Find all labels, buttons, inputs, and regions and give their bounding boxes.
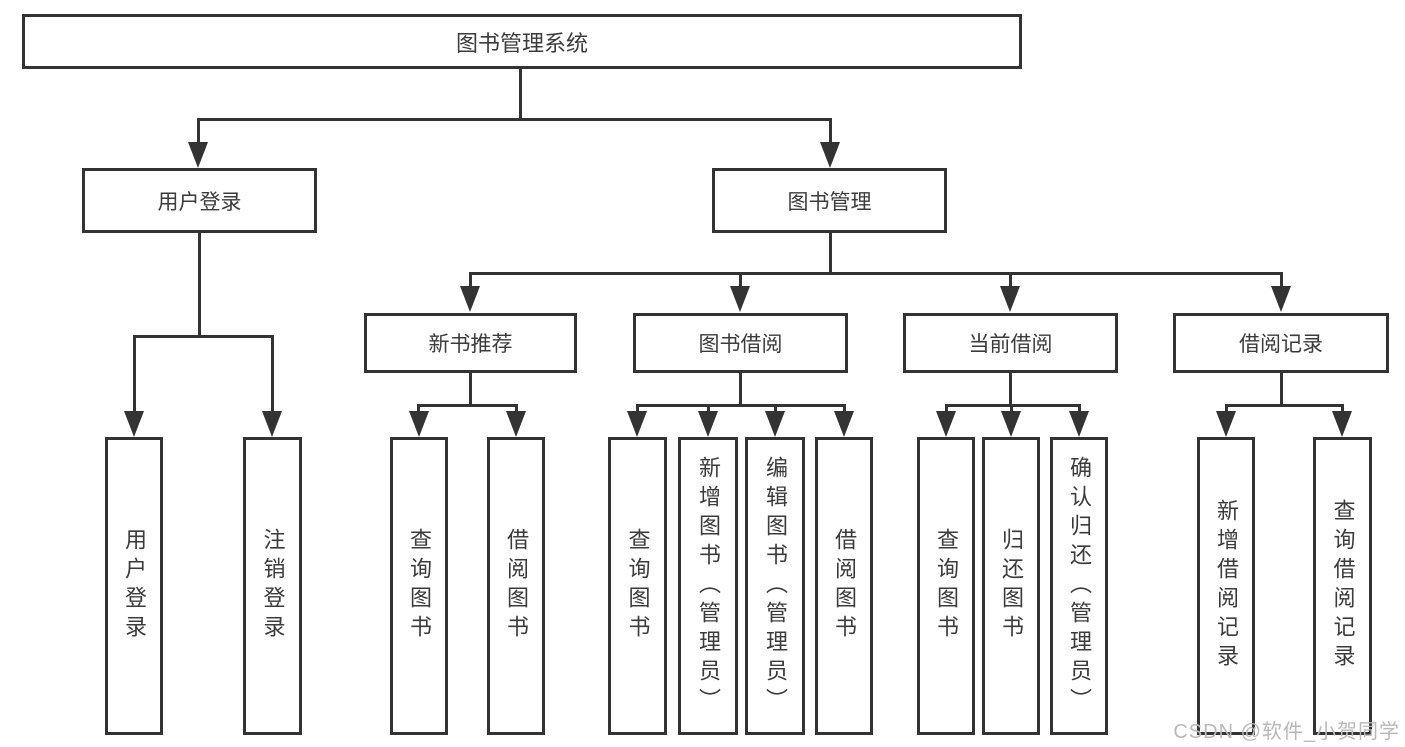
- leaf-confirm-return-admin: 确认归还（管理员）: [1050, 437, 1108, 735]
- arrow-down-icon: [698, 411, 718, 437]
- arrow-down-icon: [936, 411, 956, 437]
- node-label: 新增借阅记录: [1214, 499, 1239, 673]
- arrow-down-icon: [409, 411, 429, 437]
- node-label: 查询借阅记录: [1330, 499, 1356, 673]
- connector-line: [945, 404, 948, 413]
- connector-line: [1280, 272, 1283, 288]
- connector-line: [829, 233, 832, 274]
- leaf-query-books-recommend: 查询图书: [390, 437, 448, 735]
- connector-line: [945, 404, 1081, 407]
- node-label: 借阅图书: [504, 528, 529, 644]
- connector-line: [1341, 404, 1344, 413]
- node-current-borrowing: 当前借阅: [903, 313, 1118, 373]
- node-label: 查询图书: [934, 528, 959, 644]
- node-label: 借阅图书: [832, 528, 857, 644]
- connector-line: [636, 404, 639, 413]
- leaf-query-books-borrow: 查询图书: [608, 437, 667, 735]
- node-label: 确认归还（管理员）: [1067, 455, 1092, 717]
- leaf-add-books-admin: 新增图书（管理员）: [678, 437, 738, 735]
- leaf-add-borrow-record: 新增借阅记录: [1197, 437, 1255, 735]
- arrow-down-icon: [1001, 411, 1021, 437]
- connector-line: [1225, 404, 1344, 407]
- connector-line: [739, 373, 742, 406]
- connector-line: [1009, 373, 1012, 406]
- arrow-down-icon: [188, 142, 208, 168]
- arrow-down-icon: [1000, 286, 1020, 312]
- node-label: 用户登录: [122, 528, 147, 644]
- connector-line: [707, 404, 710, 413]
- leaf-return-books: 归还图书: [982, 437, 1040, 735]
- arrow-down-icon: [730, 286, 750, 312]
- node-label: 新书推荐: [428, 333, 513, 356]
- connector-line: [417, 404, 420, 413]
- node-system-root: 图书管理系统: [22, 14, 1022, 69]
- connector-line: [133, 335, 136, 413]
- connector-line: [636, 404, 845, 407]
- node-book-borrowing: 图书借阅: [633, 313, 848, 373]
- connector-line: [197, 118, 832, 121]
- leaf-user-login: 用户登录: [105, 437, 163, 735]
- connector-line: [271, 335, 274, 413]
- connector-line: [469, 272, 1283, 275]
- node-user-login: 用户登录: [82, 168, 317, 233]
- leaf-borrow-books-recommend: 借阅图书: [487, 437, 545, 735]
- connector-line: [1078, 404, 1081, 413]
- leaf-logout: 注销登录: [243, 437, 302, 735]
- node-label: 用户登录: [157, 190, 242, 214]
- connector-line: [1010, 404, 1013, 413]
- node-label: 借阅记录: [1239, 333, 1323, 356]
- connector-line: [133, 335, 274, 338]
- connector-line: [197, 118, 200, 144]
- connector-line: [198, 233, 201, 338]
- connector-line: [515, 404, 518, 413]
- connector-line: [829, 118, 832, 144]
- connector-line: [774, 404, 777, 413]
- arrow-down-icon: [1069, 411, 1089, 437]
- arrow-down-icon: [1332, 411, 1352, 437]
- leaf-query-books-current: 查询图书: [917, 437, 975, 735]
- arrow-down-icon: [820, 142, 840, 168]
- node-label: 查询图书: [407, 528, 432, 644]
- connector-line: [739, 272, 742, 288]
- connector-line: [1225, 404, 1228, 413]
- watermark: CSDN @软件_小贺同学: [1173, 721, 1400, 743]
- node-label: 新增图书（管理员）: [696, 455, 721, 717]
- connector-line: [1009, 272, 1012, 288]
- connector-line: [417, 404, 518, 407]
- node-label: 查询图书: [625, 528, 651, 644]
- connector-line: [843, 404, 846, 413]
- arrow-down-icon: [124, 411, 144, 437]
- node-label: 注销登录: [260, 528, 286, 644]
- connector-line: [1280, 373, 1283, 406]
- node-new-book-recommend: 新书推荐: [364, 313, 577, 373]
- node-label: 图书管理系统: [455, 30, 588, 56]
- node-label: 当前借阅: [968, 333, 1053, 356]
- connector-line: [469, 373, 472, 406]
- leaf-edit-books-admin: 编辑图书（管理员）: [745, 437, 805, 735]
- arrow-down-icon: [627, 411, 647, 437]
- leaf-query-borrow-record: 查询借阅记录: [1313, 437, 1372, 735]
- arrow-down-icon: [834, 411, 854, 437]
- arrow-down-icon: [1271, 286, 1291, 312]
- leaf-borrow-books: 借阅图书: [815, 437, 873, 735]
- arrow-down-icon: [765, 411, 785, 437]
- connector-line: [469, 272, 472, 288]
- connector-line: [519, 69, 522, 121]
- node-label: 图书管理: [787, 190, 872, 214]
- arrow-down-icon: [1216, 411, 1236, 437]
- node-label: 图书借阅: [698, 333, 783, 356]
- arrow-down-icon: [506, 411, 526, 437]
- arrow-down-icon: [460, 286, 480, 312]
- node-label: 归还图书: [999, 528, 1024, 644]
- arrow-down-icon: [262, 411, 282, 437]
- node-label: 编辑图书（管理员）: [763, 455, 788, 717]
- node-book-management: 图书管理: [712, 168, 947, 233]
- node-borrow-records: 借阅记录: [1173, 313, 1389, 373]
